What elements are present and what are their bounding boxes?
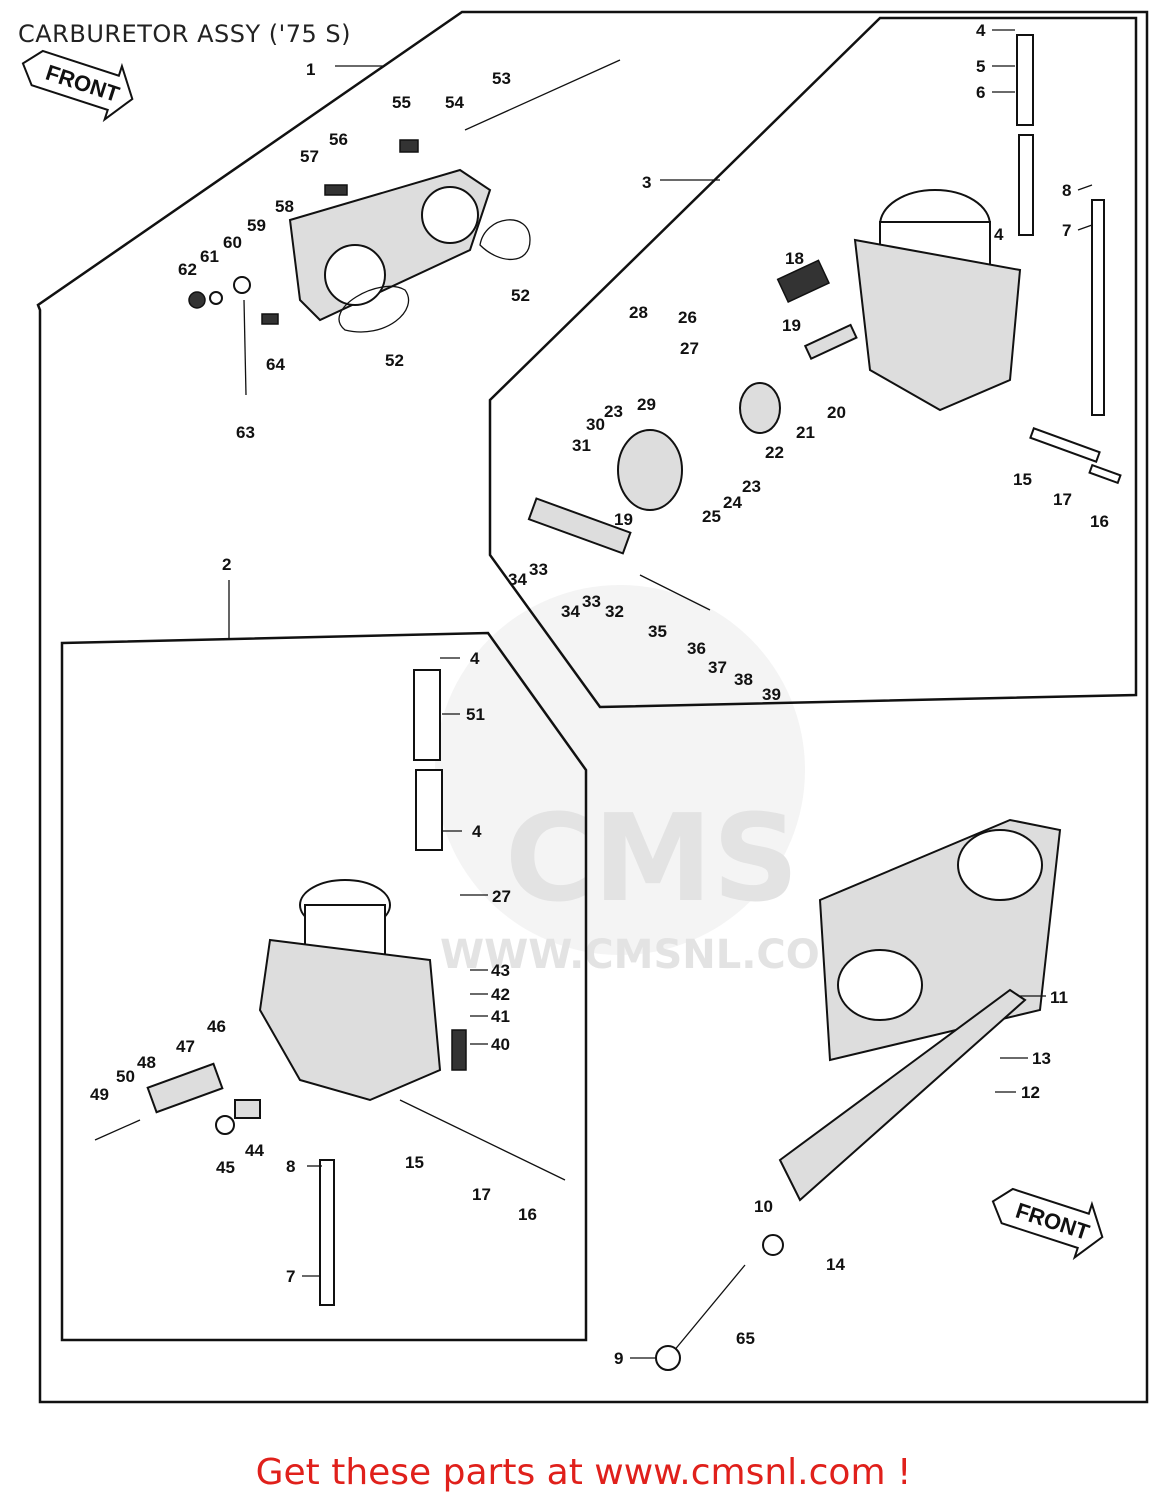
label-t-60: 60: [223, 233, 242, 252]
label-b3-39: 39: [762, 685, 781, 704]
label-r-13: 13: [1032, 1049, 1051, 1068]
subassembly-3-frame: [488, 16, 1138, 709]
label-b2-43: 43: [491, 961, 510, 980]
label-b3-21: 21: [796, 423, 815, 442]
label-b2-44: 44: [245, 1141, 264, 1160]
label-t-52a: 52: [511, 286, 530, 305]
label-t-58: 58: [275, 197, 294, 216]
label-b3-18: 18: [785, 249, 804, 268]
label-t-63: 63: [236, 423, 255, 442]
label-b3-25: 25: [702, 507, 721, 526]
label-2: 2: [222, 555, 231, 574]
label-t-64: 64: [266, 355, 285, 374]
label-b2-45: 45: [216, 1158, 235, 1177]
label-b3-34b: 34: [561, 602, 580, 621]
label-b2-16: 16: [518, 1205, 537, 1224]
watermark-text-url: WWW.CMSNL.COM: [440, 932, 860, 978]
label-r-12: 12: [1021, 1083, 1040, 1102]
label-t-52b: 52: [385, 351, 404, 370]
label-b3-15: 15: [1013, 470, 1032, 489]
label-b3-37: 37: [708, 658, 727, 677]
label-1: 1: [306, 60, 315, 79]
label-b2-41: 41: [491, 1007, 510, 1026]
label-b3-4b: 4: [994, 225, 1004, 244]
label-t-53: 53: [492, 69, 511, 88]
label-b2-46: 46: [207, 1017, 226, 1036]
carburetor-left: [94, 669, 566, 1306]
label-b3-5: 5: [976, 57, 985, 76]
cms-watermark: CMS WWW.CMSNL.COM: [435, 585, 860, 978]
label-b3-8: 8: [1062, 181, 1071, 200]
carburetor-right: [527, 34, 1122, 611]
label-b2-15: 15: [405, 1153, 424, 1172]
label-r-65: 65: [736, 1329, 755, 1348]
label-t-61: 61: [200, 247, 219, 266]
label-b2-47: 47: [176, 1037, 195, 1056]
label-b2-4a: 4: [470, 649, 480, 668]
label-b3-30: 30: [586, 415, 605, 434]
label-b2-51: 51: [466, 705, 485, 724]
label-b2-40: 40: [491, 1035, 510, 1054]
label-t-59: 59: [247, 216, 266, 235]
label-3: 3: [642, 173, 651, 192]
front-arrow-top: FRONT: [21, 49, 134, 123]
label-b3-6: 6: [976, 83, 985, 102]
front-arrow-bottom: FRONT: [991, 1187, 1104, 1261]
label-b3-33b: 33: [582, 592, 601, 611]
label-b2-7: 7: [286, 1267, 295, 1286]
label-b3-23b: 23: [742, 477, 761, 496]
callout-leaders: [302, 29, 1093, 1359]
label-b3-26: 26: [678, 308, 697, 327]
label-b3-34a: 34: [508, 570, 527, 589]
label-b2-48: 48: [137, 1053, 156, 1072]
label-b3-31: 31: [572, 436, 591, 455]
label-r-10: 10: [754, 1197, 773, 1216]
label-b2-4b: 4: [472, 822, 482, 841]
label-b3-7: 7: [1062, 221, 1071, 240]
label-r-14: 14: [826, 1255, 845, 1274]
throttle-linkage-plate: [188, 59, 621, 396]
label-t-55: 55: [392, 93, 411, 112]
label-b3-29: 29: [637, 395, 656, 414]
label-t-54: 54: [445, 93, 464, 112]
label-b2-27: 27: [492, 887, 511, 906]
callout-labels: 1 2 3 4 5 6 4 8 7 18 19 20 21 22 26 27 2…: [90, 21, 1109, 1368]
label-b3-35: 35: [648, 622, 667, 641]
label-b2-50: 50: [116, 1067, 135, 1086]
label-b3-27: 27: [680, 339, 699, 358]
outer-frame: [36, 10, 1149, 1404]
label-b2-17: 17: [472, 1185, 491, 1204]
label-b2-8: 8: [286, 1157, 295, 1176]
label-b3-17: 17: [1053, 490, 1072, 509]
page-title: CARBURETOR ASSY ('75 S): [18, 20, 351, 48]
label-b3-20: 20: [827, 403, 846, 422]
label-t-62: 62: [178, 260, 197, 279]
subassembly-2-frame: [60, 631, 588, 1342]
label-b2-49: 49: [90, 1085, 109, 1104]
label-b3-38: 38: [734, 670, 753, 689]
label-r-9: 9: [614, 1349, 623, 1368]
label-b3-28: 28: [629, 303, 648, 322]
label-b3-19b: 19: [614, 510, 633, 529]
label-b3-19a: 19: [782, 316, 801, 335]
footer-link-text[interactable]: Get these parts at www.cmsnl.com !: [255, 1452, 912, 1493]
label-b3-4a: 4: [976, 21, 986, 40]
label-t-57: 57: [300, 147, 319, 166]
label-t-56: 56: [329, 130, 348, 149]
label-b3-36: 36: [687, 639, 706, 658]
watermark-text-cms: CMS: [505, 790, 799, 929]
label-b3-33a: 33: [529, 560, 548, 579]
label-b3-16: 16: [1090, 512, 1109, 531]
label-b3-24: 24: [723, 493, 742, 512]
label-b3-23a: 23: [604, 402, 623, 421]
air-cleaner-bracket: [655, 818, 1062, 1371]
label-b3-22: 22: [765, 443, 784, 462]
label-b2-42: 42: [491, 985, 510, 1004]
label-r-11: 11: [1050, 988, 1068, 1007]
label-b3-32: 32: [605, 602, 624, 621]
